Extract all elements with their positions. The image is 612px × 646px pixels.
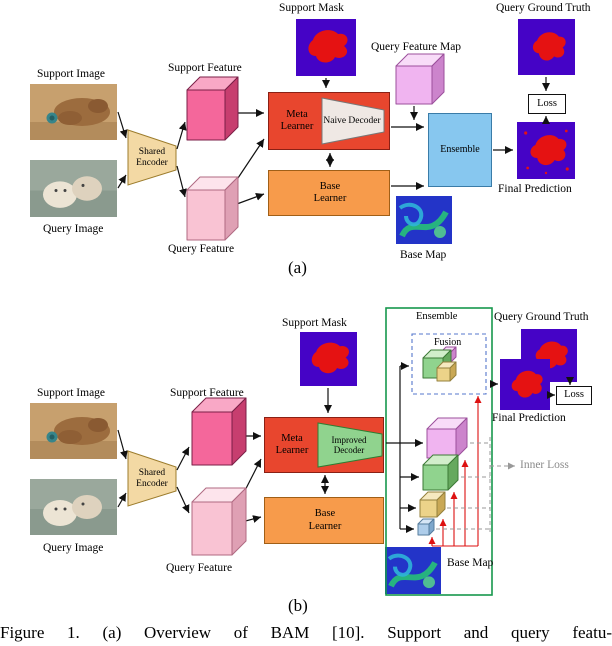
shared-encoder-shape-a — [127, 129, 177, 186]
loss-label-b: Loss — [564, 389, 584, 401]
meta-learner-label-b: Meta Learner — [275, 432, 309, 456]
query-photo-a — [30, 160, 117, 217]
query-feature-cube-b — [191, 487, 247, 556]
shared-encoder-label-b: Shared Encoder — [136, 468, 168, 489]
base-learner-label-a: Base Learner — [313, 180, 347, 204]
fusion-label: Fusion — [434, 337, 462, 348]
support-mask-image-b — [300, 332, 357, 386]
meta-learner-label-a: Meta Learner — [280, 108, 314, 132]
support-feature-label-b: Support Feature — [170, 387, 244, 399]
figure-caption: Figure 1. (a) Overview of BAM [10]. Supp… — [0, 623, 612, 642]
inner-loss-label: Inner Loss — [520, 459, 569, 471]
query-ground-truth-label-a: Query Ground Truth — [496, 2, 591, 14]
support-feature-label-a: Support Feature — [168, 62, 242, 74]
naive-decoder-shape — [321, 97, 385, 145]
fusion-box-b — [411, 333, 487, 395]
final-prediction-image-b — [500, 359, 550, 410]
support-mask-image-a — [296, 19, 356, 76]
support-image-label-a: Support Image — [37, 68, 106, 80]
base-learner-box-b: Base Learner — [264, 497, 384, 544]
final-prediction-image-a — [517, 122, 575, 179]
support-photo-a — [30, 84, 117, 140]
shared-encoder-shape-b — [127, 450, 177, 507]
base-learner-label-b: Base Learner — [308, 508, 342, 532]
loss-box-a: Loss — [528, 94, 566, 114]
shared-encoder-label-a: Shared Encoder — [136, 147, 168, 168]
query-feature-label-a: Query Feature — [168, 243, 235, 255]
query-ground-truth-image-a — [518, 19, 575, 75]
base-map-label-b: Base Map — [447, 557, 494, 569]
scale-cube-pink — [426, 417, 468, 459]
scale-cube-green — [422, 454, 459, 491]
base-map-label-a: Base Map — [400, 249, 447, 261]
improved-decoder-label: Improved Decoder — [331, 434, 367, 455]
ensemble-box-a: Ensemble — [428, 113, 492, 187]
base-map-image-a — [396, 196, 452, 244]
query-feature-cube-a — [186, 176, 239, 241]
arrows-b-red — [428, 396, 482, 547]
caption-b: (b) — [288, 596, 308, 615]
query-feature-label-b: Query Feature — [166, 562, 233, 574]
query-image-label-a: Query Image — [43, 223, 104, 235]
support-mask-label-b: Support Mask — [282, 317, 347, 329]
arrows-b-inner-loss — [436, 437, 515, 533]
support-mask-label-a: Support Mask — [279, 2, 344, 14]
base-map-image-b — [385, 547, 441, 594]
support-feature-cube-b — [191, 397, 247, 466]
scale-cube-blue — [417, 518, 435, 536]
query-photo-b — [30, 479, 117, 535]
query-image-label-b: Query Image — [43, 542, 104, 554]
query-feature-map-cube — [395, 53, 445, 105]
query-ground-truth-label-b: Query Ground Truth — [494, 311, 589, 323]
support-photo-b — [30, 403, 117, 459]
loss-box-b: Loss — [556, 386, 592, 405]
final-prediction-label-a: Final Prediction — [498, 183, 572, 195]
support-image-label-b: Support Image — [37, 387, 106, 399]
ensemble-label-a: Ensemble — [440, 144, 480, 156]
scale-cube-yellow — [419, 491, 446, 518]
final-prediction-label-b: Final Prediction — [492, 412, 566, 424]
query-feature-map-label: Query Feature Map — [371, 41, 462, 53]
base-learner-box-a: Base Learner — [268, 170, 390, 216]
ensemble-box-b — [385, 307, 493, 596]
loss-label-a: Loss — [537, 97, 557, 109]
fusion-cubes — [422, 346, 457, 382]
ensemble-label-b: Ensemble — [416, 311, 458, 322]
caption-a: (a) — [288, 258, 307, 277]
naive-decoder-label: Naive Decoder — [323, 115, 381, 126]
improved-decoder-shape — [317, 422, 383, 468]
support-feature-cube-a — [186, 76, 239, 141]
